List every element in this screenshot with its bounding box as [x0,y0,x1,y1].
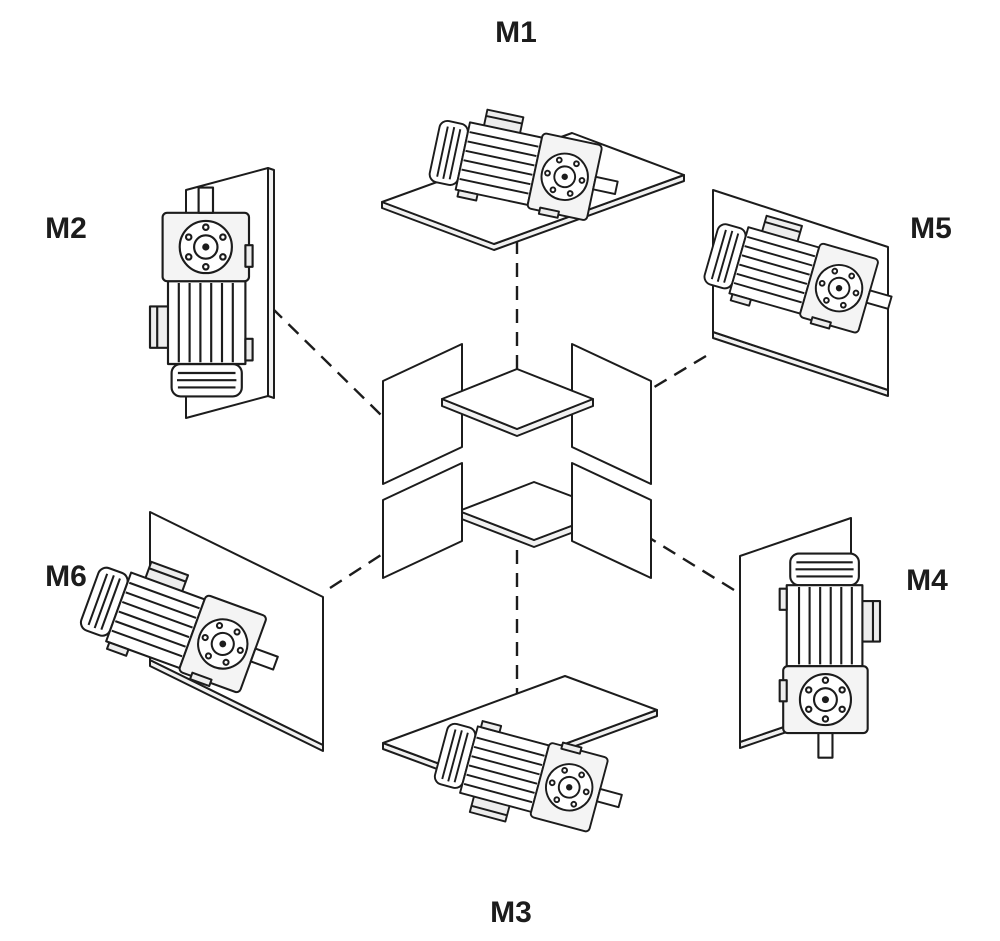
position-labels: M1 M2 M5 M6 M4 M3 [45,16,952,929]
label-m6: M6 [45,560,87,593]
projection-line-m5 [635,354,707,400]
label-m3: M3 [490,896,532,929]
cube-wall-front-left [382,462,463,579]
cube-wall-front-right [571,462,652,579]
assembly-m3 [382,675,658,850]
cube-wall-rear-right [571,343,652,485]
projection-lines [271,240,735,700]
label-m5: M5 [910,212,952,245]
assembly-m1 [381,99,685,251]
assembly-m2 [148,167,275,419]
cube-wall-rear-left [382,343,463,485]
assembly-m6 [74,511,324,752]
label-m4: M4 [906,564,948,597]
cube-top-plate [441,368,594,430]
assembly-m5 [698,189,905,397]
label-m1: M1 [495,16,537,49]
m2-gearmotor-illustration [148,186,254,398]
assembly-m4 [739,517,882,759]
mounting-cube [382,343,652,579]
m4-gearmotor-illustration [778,552,882,759]
label-m2: M2 [45,212,87,245]
